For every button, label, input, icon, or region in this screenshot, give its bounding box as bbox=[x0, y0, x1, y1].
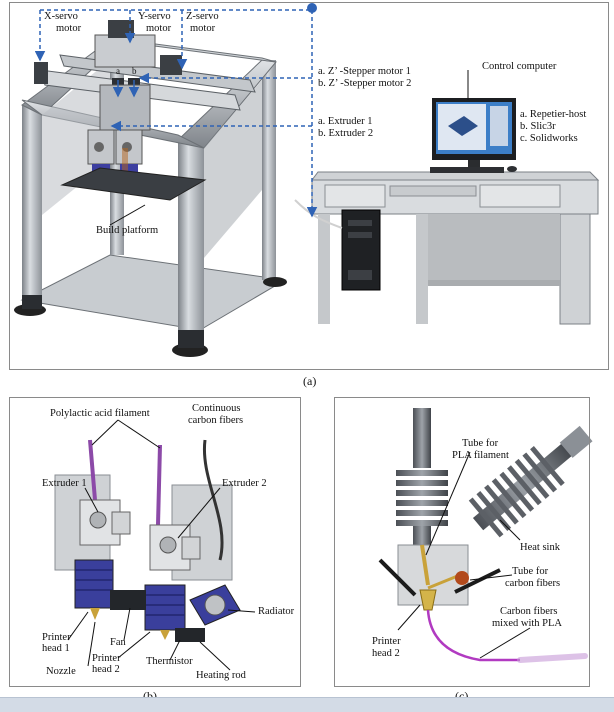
software-repetier-label: a. Repetier-host bbox=[520, 109, 587, 120]
printer-head-2-label-b: head 2 bbox=[92, 664, 120, 675]
software-slic3r-label: b. Slic3r bbox=[520, 121, 556, 132]
printer-head-1-label-a: Printer bbox=[42, 632, 71, 643]
x-motor-label: motor bbox=[56, 23, 82, 34]
fan-label: Fan bbox=[110, 637, 126, 648]
radiator-label: Radiator bbox=[258, 606, 295, 617]
stepper-motor-1-label: a. Z’ -Stepper motor 1 bbox=[318, 66, 411, 77]
carbon-fibers-label: carbon fibers bbox=[188, 415, 244, 426]
platform-leader-line bbox=[109, 204, 146, 226]
continuous-label: Continuous bbox=[192, 403, 241, 414]
panel-c bbox=[334, 397, 590, 687]
z-motor-label: motor bbox=[190, 23, 216, 34]
heating-rod-label: Heating rod bbox=[196, 670, 246, 681]
panel-b bbox=[9, 397, 301, 687]
nozzle-label: Nozzle bbox=[46, 666, 76, 677]
annotation-arrows bbox=[34, 9, 318, 218]
x-servo-label: X-servo bbox=[44, 11, 78, 22]
tube-pla-label-2: PLA filament bbox=[452, 450, 509, 461]
y-motor-label: motor bbox=[146, 23, 172, 34]
panel-c-leaders bbox=[397, 451, 531, 659]
carbon-fibers-mixed-label-1: Carbon fibers bbox=[500, 606, 558, 617]
stepper-motor-2-label: b. Z’ -Stepper motor 2 bbox=[318, 78, 412, 89]
y-servo-label: Y-servo bbox=[138, 11, 171, 22]
arrow-origin-dot bbox=[307, 3, 317, 13]
tube-cf-label-1: Tube for bbox=[512, 566, 549, 577]
build-platform-label: Build platform bbox=[96, 225, 159, 236]
dual-extruder-illustration bbox=[54, 439, 241, 642]
printer-head-cross-section bbox=[378, 408, 593, 663]
computer-desk bbox=[294, 98, 600, 325]
head-b-label: b bbox=[132, 66, 137, 76]
carbon-fibers-mixed-label-2: mixed with PLA bbox=[492, 618, 562, 629]
extruder-2-label: b. Extruder 2 bbox=[318, 128, 374, 139]
pla-filament-label: Polylactic acid filament bbox=[50, 408, 150, 419]
extruder-1-label-b: Extruder 1 bbox=[42, 478, 87, 489]
printer-head-c-label-a: Printer bbox=[372, 636, 401, 647]
tube-cf-label-2: carbon fibers bbox=[505, 578, 561, 589]
extruder-2-label-b: Extruder 2 bbox=[222, 478, 267, 489]
control-computer-label: Control computer bbox=[482, 61, 557, 72]
extruder-1-label: a. Extruder 1 bbox=[318, 116, 373, 127]
printer-frame bbox=[14, 20, 287, 357]
panel-b-leaders bbox=[67, 419, 256, 671]
printer-head-1-label-b: head 1 bbox=[42, 643, 70, 654]
thermistor-label: Thermistor bbox=[146, 656, 193, 667]
z-servo-label: Z-servo bbox=[186, 11, 219, 22]
software-solidworks-label: c. Solidworks bbox=[520, 133, 578, 144]
printer-head-2-label-a: Printer bbox=[92, 653, 121, 664]
printer-head-c-label-b: head 2 bbox=[372, 648, 400, 659]
panel-a-caption: (a) bbox=[303, 374, 317, 388]
head-a-label: a bbox=[116, 66, 120, 76]
bottom-window-bar bbox=[0, 697, 614, 712]
heat-sink-label: Heat sink bbox=[520, 542, 560, 553]
tube-pla-label-1: Tube for bbox=[462, 438, 499, 449]
